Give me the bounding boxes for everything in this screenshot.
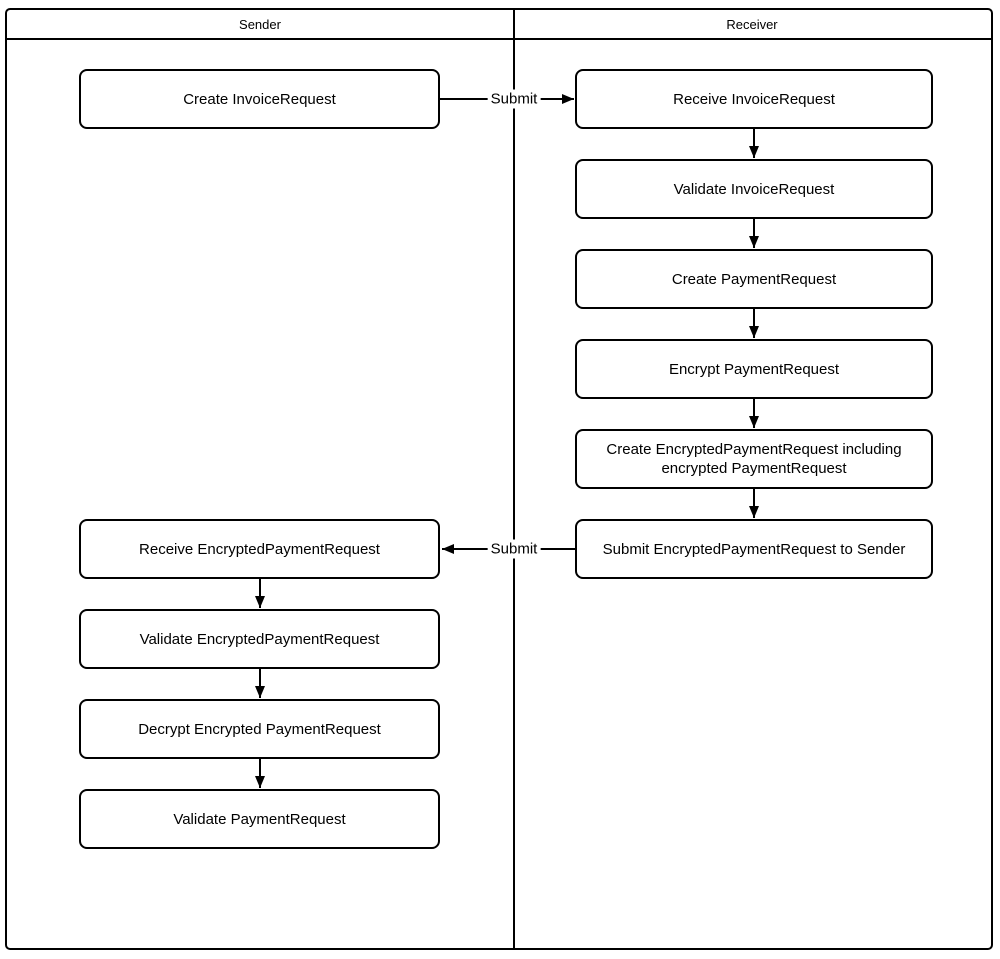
lane-divider: [513, 8, 515, 950]
node-receive-invoice-request[interactable]: Receive InvoiceRequest: [575, 69, 933, 129]
node-submit-encrypted-payment-request[interactable]: Submit EncryptedPaymentRequest to Sender: [575, 519, 933, 579]
edge-label-submit-invoice: Submit: [487, 89, 541, 109]
node-label: Validate InvoiceRequest: [673, 180, 835, 198]
edge-label-submit-payment: Submit: [487, 539, 541, 559]
node-label: Create InvoiceRequest: [183, 90, 336, 108]
node-label: Receive EncryptedPaymentRequest: [139, 540, 380, 558]
lane-header-receiver: Receiver: [513, 10, 991, 38]
node-label: Receive InvoiceRequest: [673, 90, 835, 108]
node-validate-invoice-request[interactable]: Validate InvoiceRequest: [575, 159, 933, 219]
lane-header-row: Sender Receiver: [7, 10, 991, 40]
node-validate-encrypted-payment-request[interactable]: Validate EncryptedPaymentRequest: [79, 609, 440, 669]
lane-header-receiver-label: Receiver: [726, 16, 778, 32]
node-label: Decrypt Encrypted PaymentRequest: [138, 720, 381, 738]
node-label: Submit EncryptedPaymentRequest to Sender: [602, 540, 906, 558]
lane-header-sender-label: Sender: [239, 16, 281, 32]
node-label: Encrypt PaymentRequest: [668, 360, 840, 378]
node-receive-encrypted-payment-request[interactable]: Receive EncryptedPaymentRequest: [79, 519, 440, 579]
node-create-payment-request[interactable]: Create PaymentRequest: [575, 249, 933, 309]
node-create-invoice-request[interactable]: Create InvoiceRequest: [79, 69, 440, 129]
lane-header-sender: Sender: [7, 10, 513, 38]
node-validate-payment-request[interactable]: Validate PaymentRequest: [79, 789, 440, 849]
node-label: Create EncryptedPaymentRequest including…: [606, 441, 902, 477]
node-label: Validate EncryptedPaymentRequest: [139, 630, 380, 648]
diagram-frame: Sender Receiver: [5, 8, 993, 950]
node-decrypt-encrypted-payment-request[interactable]: Decrypt Encrypted PaymentRequest: [79, 699, 440, 759]
node-label: Validate PaymentRequest: [173, 810, 346, 828]
node-create-encrypted-payment-request[interactable]: Create EncryptedPaymentRequest including…: [575, 429, 933, 489]
node-label: Create PaymentRequest: [671, 270, 837, 288]
node-encrypt-payment-request[interactable]: Encrypt PaymentRequest: [575, 339, 933, 399]
